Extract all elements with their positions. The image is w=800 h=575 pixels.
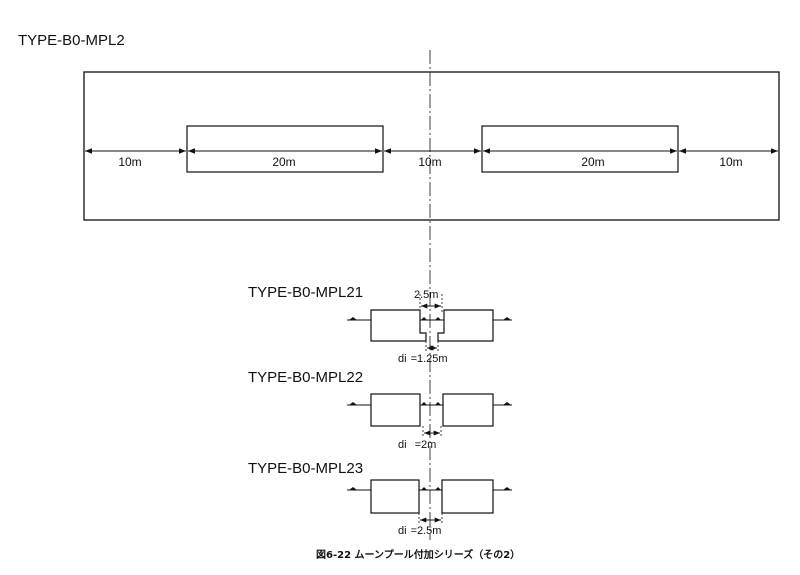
- water-symbol-icon: [421, 402, 427, 405]
- dim-label-3: 10m: [418, 155, 441, 169]
- variant-title: TYPE-B0-MPL23: [248, 460, 363, 477]
- di-label: di=2m: [398, 439, 436, 451]
- water-symbol-icon: [435, 317, 441, 320]
- dim-label-2: 20m: [272, 155, 295, 169]
- variant-mpl21: TYPE-B0-MPL21 2.5m di=1.25m: [248, 284, 512, 365]
- variant-title: TYPE-B0-MPL21: [248, 284, 363, 301]
- di-label: di=1.25m: [398, 353, 448, 365]
- top-dim-label: 2.5m: [414, 289, 438, 301]
- water-symbol-icon: [435, 487, 441, 490]
- plan-view: 10m 20m 10m 20m 10m: [83, 71, 780, 221]
- water-symbol-icon: [503, 402, 511, 405]
- figure-caption: 図6-22 ムーンプール付加シリーズ（その2）: [316, 548, 520, 561]
- water-symbol-icon: [349, 487, 357, 490]
- water-symbol-icon: [503, 317, 511, 320]
- hull-right: [481, 125, 679, 173]
- plan-outline: [83, 71, 780, 221]
- hull-section-left: [370, 309, 427, 342]
- hull-left: [186, 125, 384, 173]
- variant-title: TYPE-B0-MPL22: [248, 369, 363, 386]
- hull-section-right: [437, 309, 494, 342]
- water-symbol-icon: [421, 487, 427, 490]
- hull-section-right: [441, 479, 494, 514]
- hull-section-right: [442, 393, 494, 427]
- dim-label-1: 10m: [118, 155, 141, 169]
- water-symbol-icon: [349, 402, 357, 405]
- variant-mpl23: TYPE-B0-MPL23 di=2.5m: [248, 460, 512, 537]
- water-symbol-icon: [421, 317, 427, 320]
- variant-mpl22: TYPE-B0-MPL22 di=2m: [248, 369, 512, 451]
- main-title: TYPE-B0-MPL2: [18, 32, 125, 49]
- water-symbol-icon: [435, 402, 441, 405]
- dim-label-5: 10m: [719, 155, 742, 169]
- dim-label-4: 20m: [581, 155, 604, 169]
- di-label: di=2.5m: [398, 525, 441, 537]
- water-symbol-icon: [349, 317, 357, 320]
- water-symbol-icon: [503, 487, 511, 490]
- hull-section-left: [370, 393, 421, 427]
- hull-section-left: [370, 479, 420, 514]
